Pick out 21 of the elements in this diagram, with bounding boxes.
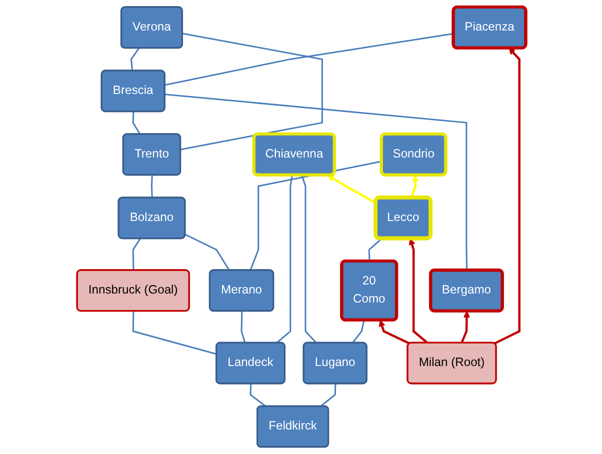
- connector: [132, 238, 140, 270]
- connector: [132, 311, 216, 355]
- connector: [276, 175, 292, 344]
- connector: [320, 384, 336, 408]
- arrow: [460, 310, 470, 344]
- connector: [132, 112, 140, 135]
- arrow: [494, 48, 520, 345]
- connector: [180, 32, 323, 150]
- connector: [300, 175, 317, 344]
- connector: [249, 384, 266, 408]
- connector: [164, 94, 468, 270]
- arrow: [378, 320, 410, 345]
- connector: [368, 238, 382, 262]
- connector: [130, 48, 140, 71]
- connector: [352, 320, 364, 344]
- arrow: [408, 238, 428, 344]
- connector: [240, 311, 246, 344]
- connector: [150, 175, 152, 198]
- connector: [184, 234, 230, 271]
- connector: [164, 32, 454, 86]
- arrow: [410, 174, 418, 198]
